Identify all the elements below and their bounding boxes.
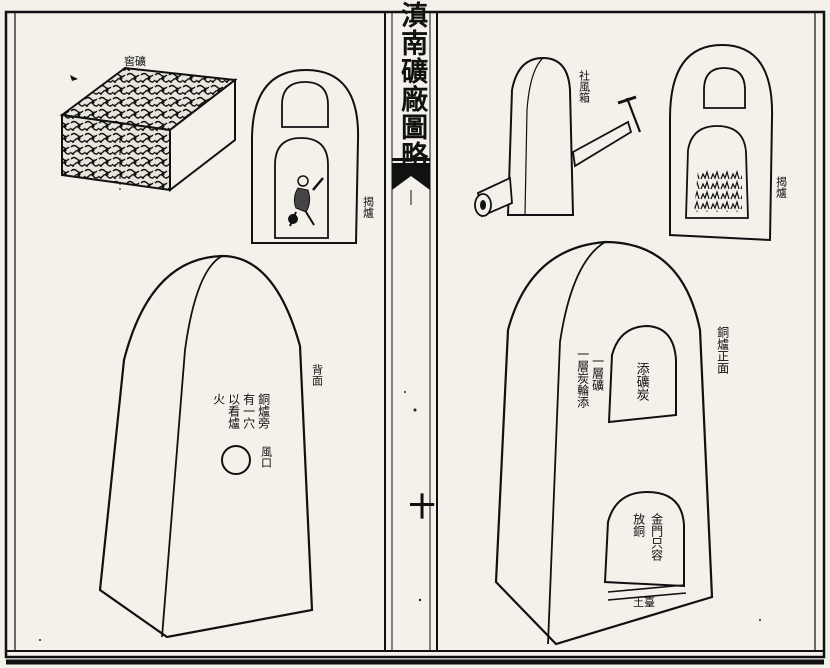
spine-title: 滇南礦廠圖略 — [396, 0, 428, 169]
fishtail-mark — [392, 158, 430, 205]
bottom-note-col: 放銅 — [631, 513, 646, 537]
bottom-note-col: 金門只容 — [649, 513, 664, 561]
base-label: 土臺 — [633, 596, 655, 609]
small-furnace-right-label: 揭爐 — [774, 176, 788, 198]
back-note-col: 有一穴 — [241, 393, 256, 429]
small-furnace-left-drawing — [251, 68, 360, 244]
small-furnace-right-drawing — [669, 43, 774, 242]
back-note-col: 以看爐 — [226, 393, 241, 429]
back-note-col: 火 — [211, 393, 226, 405]
back-furnace-drawing — [98, 254, 314, 639]
side-note-col: 一層礦 — [590, 355, 605, 391]
vent-label: 風口 — [259, 446, 273, 468]
front-furnace-label: 銅爐正面 — [715, 326, 730, 374]
bellows-drawing — [474, 56, 642, 218]
back-note-col: 銅爐旁 — [256, 393, 271, 429]
back-furnace-label: 背面 — [310, 364, 324, 386]
page-border — [4, 10, 826, 665]
ore-block-drawing — [59, 66, 238, 193]
side-note-col: 一層炭輪添 — [575, 348, 590, 408]
ink-specks — [39, 391, 761, 641]
ore-label: 窖礦 — [124, 55, 146, 68]
bellows-label: 社風箱 — [577, 70, 591, 103]
folio-number: 十 — [409, 493, 436, 523]
front-furnace-drawing — [494, 240, 714, 646]
small-furnace-left-label: 揭爐 — [361, 196, 375, 218]
top-opening-label: 添礦炭 — [633, 362, 649, 401]
